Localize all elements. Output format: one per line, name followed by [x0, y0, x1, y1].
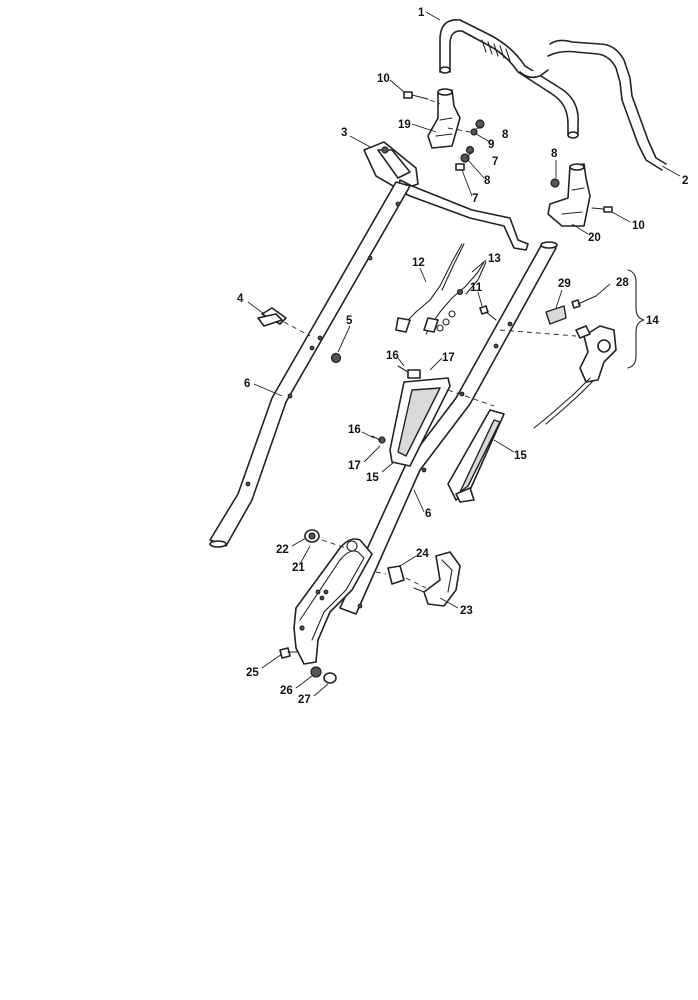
nut-and-cap [310, 666, 337, 684]
callout-10-left: 10 [377, 73, 390, 85]
callout-20: 20 [588, 232, 601, 244]
callout-14: 14 [646, 315, 659, 327]
callout-25: 25 [246, 667, 259, 679]
handle-bracket-left [427, 88, 461, 149]
callout-labels: 1 2 3 4 5 6 6 7 7 8 8 8 9 10 10 11 12 13… [237, 7, 688, 706]
control-assembly [499, 269, 645, 429]
leader-lines [247, 11, 681, 697]
upper-handle [439, 19, 579, 139]
callout-6-right: 6 [425, 508, 431, 520]
callout-2: 2 [682, 175, 688, 187]
callout-6-left: 6 [244, 378, 250, 390]
callout-7-upper: 7 [492, 156, 498, 168]
callout-17-upper: 17 [442, 352, 455, 364]
callout-21: 21 [292, 562, 305, 574]
callout-5: 5 [346, 315, 353, 327]
callout-16-lower: 16 [348, 424, 361, 436]
right-handle-tube [339, 241, 558, 615]
quick-release [257, 307, 342, 364]
cables [395, 243, 487, 335]
callout-8-right: 8 [551, 148, 558, 160]
callout-29: 29 [558, 278, 571, 290]
callout-15-left: 15 [366, 472, 379, 484]
callout-22: 22 [276, 544, 289, 556]
callout-19: 19 [398, 119, 411, 131]
left-handle-tube [209, 181, 411, 548]
callout-1: 1 [418, 7, 425, 19]
callout-4: 4 [237, 293, 244, 305]
callout-3: 3 [341, 127, 347, 139]
adjuster-knob [375, 551, 461, 607]
callout-12: 12 [412, 257, 425, 269]
callout-28: 28 [616, 277, 629, 289]
side-plate [279, 529, 373, 665]
callout-17-lower: 17 [348, 460, 361, 472]
callout-9: 9 [488, 139, 494, 151]
bail-lever [363, 141, 529, 251]
handle-bracket-right [547, 163, 591, 227]
handle-loop [547, 39, 667, 171]
screw-11 [479, 305, 497, 321]
callout-26: 26 [280, 685, 293, 697]
callout-10-right: 10 [632, 220, 645, 232]
callout-16-upper: 16 [386, 350, 399, 362]
callout-13: 13 [488, 253, 501, 265]
callout-24: 24 [416, 548, 429, 560]
cable-guide-left [371, 365, 495, 467]
callout-11: 11 [470, 282, 483, 294]
callout-8-mid: 8 [484, 175, 491, 187]
callout-27: 27 [298, 694, 311, 706]
cable-guide-right [447, 409, 505, 503]
callout-7-lower: 7 [472, 193, 478, 205]
callout-8-top: 8 [502, 129, 509, 141]
callout-15-right: 15 [514, 450, 527, 462]
callout-23: 23 [460, 605, 473, 617]
